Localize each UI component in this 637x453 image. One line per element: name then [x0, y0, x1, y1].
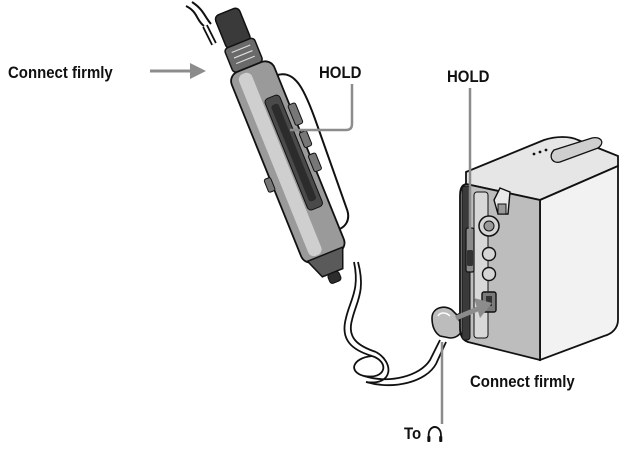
hold-label-player: HOLD — [447, 67, 490, 86]
connect-firmly-label-left: Connect firmly — [8, 63, 113, 82]
connect-firmly-label-right: Connect firmly — [470, 372, 575, 391]
pointer-arrows — [150, 63, 492, 424]
to-headphones-label: To — [404, 424, 443, 444]
hold-label-remote: HOLD — [319, 63, 362, 82]
headphone-icon — [426, 425, 444, 443]
player-device — [459, 136, 619, 362]
to-text: To — [404, 424, 422, 443]
remote-control — [214, 7, 350, 284]
top-cable — [185, 1, 217, 46]
lower-cable — [343, 261, 447, 386]
